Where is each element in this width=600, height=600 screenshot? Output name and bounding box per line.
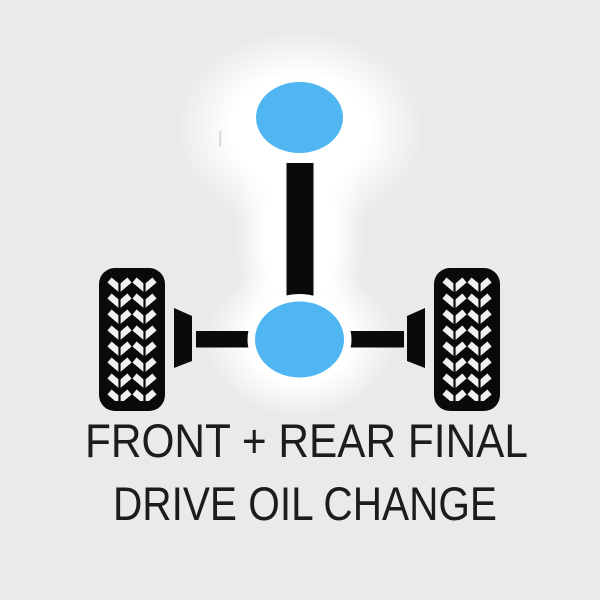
- faint-artifact-mark: [219, 131, 222, 147]
- left-hub-trapezoid: [174, 308, 192, 368]
- caption-line-2: DRIVE OIL CHANGE: [113, 477, 497, 530]
- front-final-drive-ellipse: [248, 74, 351, 161]
- driveshaft-bar: [286, 163, 314, 297]
- caption: FRONT + REAR FINAL DRIVE OIL CHANGE: [85, 414, 528, 530]
- right-axle-bar: [350, 331, 404, 348]
- left-tire-tread: [107, 277, 157, 401]
- caption-line-1: FRONT + REAR FINAL: [85, 414, 528, 467]
- right-hub-trapezoid: [407, 308, 425, 368]
- left-axle-bar: [196, 331, 250, 348]
- right-tire-tread: [442, 277, 492, 401]
- rear-final-drive-ellipse: [247, 294, 352, 385]
